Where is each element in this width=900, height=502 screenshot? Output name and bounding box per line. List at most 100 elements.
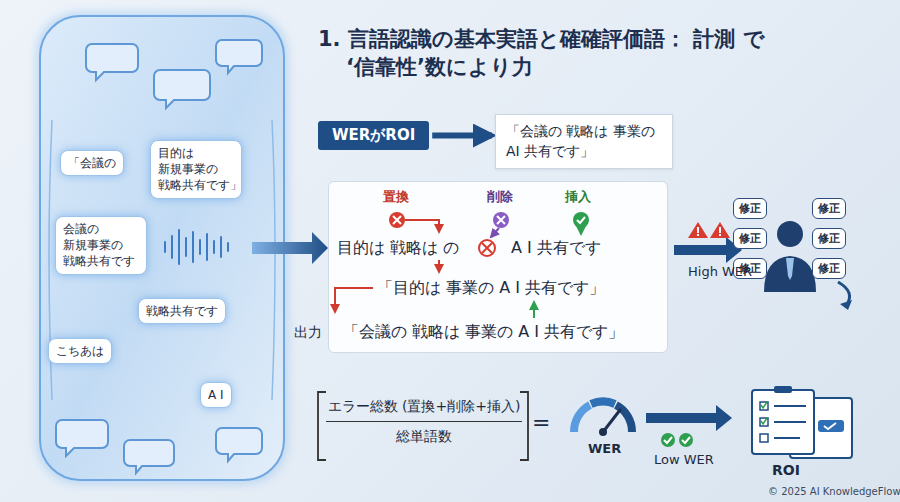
speech-bubble: 会議の 新規事業の 戦略共有です: [55, 216, 147, 275]
warning-icon-part: [719, 234, 721, 236]
sound-wave-part: [220, 237, 222, 257]
low-wer-arrow-part: [682, 437, 690, 443]
edit-marker: [479, 240, 495, 256]
warning-icon-part: [719, 227, 721, 233]
panel-to-person-arrow-part: [674, 237, 742, 263]
sound-wave-part: [185, 238, 187, 256]
quote-box: 「会議の 戦略は 事業の AI 共有です」: [495, 114, 673, 169]
roi-document-part: [818, 420, 844, 432]
node-text: 「会議の 戦略は 事業の AI 共有です」: [506, 121, 662, 162]
node-text: エラー総数 (置換+削除+挿入): [326, 396, 522, 422]
node-text: 「会議の: [68, 155, 116, 171]
low-wer-arrow-part: [646, 405, 732, 431]
wer-gauge-part: [616, 405, 632, 432]
formula-bracket-part: [520, 392, 528, 460]
chat-icon-part: [86, 44, 138, 80]
low-wer-arrow-part: [679, 433, 693, 447]
node-text: こちあは: [56, 343, 104, 359]
chat-icon: [56, 40, 262, 473]
connector-arrow: [432, 133, 492, 139]
person-icon-part: [777, 221, 803, 247]
node-text: 総単語数: [326, 426, 522, 448]
node-text: 修正: [818, 261, 840, 276]
edit-marker: [335, 288, 373, 312]
node-text: 置換: [383, 188, 409, 206]
roi-document-part: [774, 437, 800, 439]
warning-icon-part: [697, 227, 699, 233]
node-text: 会議の 新規事業の 戦略共有です: [63, 221, 139, 270]
node-text: 目的は 戦略は の: [337, 238, 459, 259]
speech-bubble: こちあは: [48, 338, 112, 364]
warning-icon: [688, 222, 730, 238]
edit-marker: [389, 212, 405, 228]
person-icon-part: [786, 258, 794, 280]
warning-icon-part: [688, 222, 708, 238]
speech-bubble: 戦略共有です: [138, 298, 226, 324]
low-wer-arrow-part: [661, 433, 675, 447]
node-text: 削除: [487, 188, 513, 206]
sound-wave-part: [178, 230, 180, 264]
sound-wave-part: [213, 241, 215, 253]
low-wer-arrow-part: [664, 437, 672, 443]
text-label: High WER: [688, 264, 752, 279]
error-panel: 置換削除挿入目的は 戦略は のA I 共有です「目的は 事業の A I 共有です…: [328, 181, 668, 353]
speech-bubble: A I: [200, 382, 232, 408]
phone-glow-part: [36, 12, 288, 484]
phone-glow-part: [40, 16, 284, 480]
phone-glow: [36, 12, 288, 484]
edit-marker: [573, 212, 589, 228]
roi-document-part: [760, 434, 768, 442]
sound-wave-part: [199, 240, 201, 254]
flow-arrow-part: [252, 232, 328, 264]
node-text: 修正: [818, 201, 840, 216]
correction-bubble: 修正: [733, 198, 767, 219]
person-icon: [764, 221, 852, 310]
person-icon-part: [764, 256, 816, 292]
correction-bubble: 修正: [812, 228, 846, 249]
text-label: 出力: [294, 324, 322, 342]
phone-glow-part: [272, 120, 275, 400]
text-label: WER: [588, 441, 621, 456]
roi-document-part: [761, 418, 767, 424]
node-text: 「会議の 戦略は 事業の A I 共有です」: [343, 322, 624, 343]
edit-marker: [405, 220, 439, 232]
roi-document-part: [824, 423, 836, 429]
edit-marker: [482, 243, 492, 253]
formula-bracket-part: [318, 392, 326, 460]
node-text: WERがROI: [332, 126, 415, 145]
wer-formula: エラー総数 (置換+削除+挿入) 総単語数: [326, 396, 522, 448]
label-box: WERがROI: [318, 121, 429, 150]
sound-wave-part: [206, 234, 208, 260]
node-text: 「目的は 事業の A I 共有です」: [377, 278, 605, 299]
sound-wave-part: [171, 236, 173, 258]
edit-marker: [497, 216, 505, 224]
text-label: © 2025 AI KnowledgeFlow: [768, 486, 900, 497]
correction-bubble: 修正: [733, 228, 767, 249]
roi-document-part: [760, 402, 768, 410]
diagram-title: 1. 言語認識の基本実語と確確評価語： 計測 で ‘信靠性’数により力: [318, 26, 776, 81]
chat-icon-part: [216, 40, 262, 73]
edit-marker: [393, 216, 401, 224]
roi-document-part: [774, 405, 806, 407]
node-text: A I: [208, 387, 224, 403]
node-text: 修正: [739, 231, 761, 246]
warning-icon-part: [710, 222, 730, 238]
wer-gauge: [574, 401, 632, 436]
edit-marker: [577, 217, 585, 223]
roi-document-part: [752, 390, 814, 454]
text-label: =: [532, 410, 550, 435]
correction-bubble: 修正: [812, 198, 846, 219]
node-text: 修正: [739, 201, 761, 216]
roi-document-part: [761, 402, 767, 408]
text-label: ROI: [772, 462, 800, 478]
text-label: Low WER: [654, 452, 714, 467]
roi-document-part: [760, 418, 768, 426]
low-wer-arrow: [646, 405, 732, 447]
roi-document: [752, 386, 852, 458]
edit-marker: [533, 302, 535, 318]
flow-arrow: [252, 232, 328, 264]
sound-wave-part: [164, 242, 166, 252]
panel-to-person-arrow: [674, 237, 742, 263]
wer-gauge-part: [599, 428, 607, 436]
sound-wave-part: [192, 232, 194, 262]
